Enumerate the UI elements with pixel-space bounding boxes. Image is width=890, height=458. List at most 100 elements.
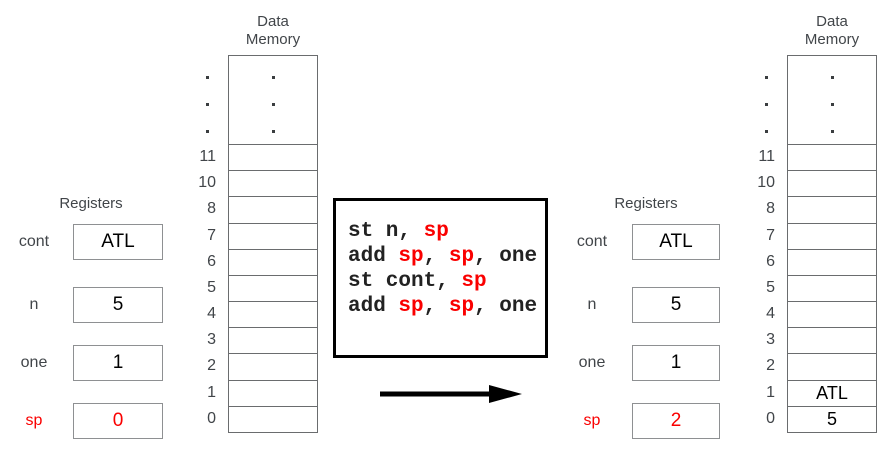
code-token: sp (448, 295, 475, 318)
memory-cell (229, 301, 317, 327)
execution-arrow (380, 385, 522, 403)
memory-address-label: 10 (757, 174, 775, 192)
data-memory-title-line1: Data (257, 13, 289, 30)
register-value-box: 2 (632, 403, 720, 439)
ellipsis-dot (271, 76, 275, 79)
memory-cell (229, 405, 317, 432)
memory-address-label: 2 (766, 357, 775, 375)
memory-address-label: 2 (207, 357, 216, 375)
register-label: sp (25, 412, 43, 429)
memory-cell (788, 144, 876, 170)
register-value-box: ATL (73, 224, 163, 260)
memory-cell (229, 379, 317, 406)
register-value: 1 (112, 352, 124, 373)
memory-address-label: 7 (766, 226, 775, 244)
memory-cell: 5 (788, 405, 876, 432)
ellipsis-dot (206, 76, 209, 79)
register-value-box: 0 (73, 403, 163, 439)
register-value-box: 5 (73, 287, 163, 323)
register-value-box: 5 (632, 287, 720, 323)
ellipsis-dot (206, 130, 209, 133)
memory-cell (229, 222, 317, 249)
data-memory-title-line2: Memory (245, 31, 301, 48)
memory-cell (788, 327, 876, 353)
code-line: st n, sp (348, 219, 545, 244)
register-label: n (587, 296, 597, 313)
code-token: , (423, 295, 449, 318)
data-memory-title: Data Memory (208, 13, 338, 49)
register-value: 5 (112, 294, 124, 315)
ellipsis-dot (765, 76, 768, 79)
box-ellipsis (788, 56, 876, 144)
memory-cell (229, 144, 317, 170)
memory-cell (229, 274, 317, 301)
register-value: ATL (659, 231, 693, 252)
gutter-ellipsis (206, 13, 209, 436)
code-token: sp (398, 295, 424, 318)
memory-address-label: 1 (766, 383, 775, 401)
ellipsis-dot (271, 103, 275, 106)
register-value: 5 (670, 294, 682, 315)
memory-rows (229, 144, 317, 432)
memory-address-label: 0 (207, 409, 216, 427)
register-label: cont (18, 233, 50, 250)
ellipsis-dot (206, 103, 209, 106)
code-token: st n, (348, 220, 424, 243)
memory-cell (229, 248, 317, 275)
memory-address-label: 5 (207, 278, 216, 296)
register-label: one (578, 354, 606, 371)
memory-address-label: 7 (207, 226, 216, 244)
memory-address-label: 11 (758, 148, 775, 165)
memory-address-label: 4 (766, 305, 775, 323)
code-token: add (348, 295, 399, 318)
ellipsis-dot (830, 130, 834, 133)
code-token: st cont, (348, 270, 462, 293)
ellipsis-dot (271, 130, 275, 133)
memory-cell (229, 196, 317, 222)
gutter-ellipsis (765, 13, 768, 436)
memory-cell (229, 353, 317, 379)
memory-address-label: 3 (766, 331, 775, 349)
code-line: add sp, sp, one (348, 294, 545, 319)
box-ellipsis (229, 56, 317, 144)
ellipsis-dot (830, 103, 834, 106)
memory-address-label: 6 (766, 252, 775, 270)
memory-address-label: 3 (207, 331, 216, 349)
memory-cell (788, 222, 876, 249)
register-value-box: 1 (632, 345, 720, 381)
register-value-box: 1 (73, 345, 163, 381)
memory-cell (788, 248, 876, 275)
memory-address-label: 11 (199, 148, 216, 165)
register-label: sp (583, 412, 601, 429)
ellipsis-dot (765, 103, 768, 106)
code-token: sp (448, 245, 475, 268)
memory-address-label: 8 (207, 200, 216, 218)
register-value: 2 (670, 410, 682, 431)
register-value: 1 (670, 352, 682, 373)
memory-cell (229, 170, 317, 196)
ellipsis-dot (765, 130, 768, 133)
memory-box (228, 55, 318, 433)
code-token: , one (474, 245, 538, 268)
memory-cell (788, 196, 876, 222)
register-value-box: ATL (632, 224, 720, 260)
memory-address-label: 10 (198, 174, 216, 192)
code-token: , one (474, 295, 538, 318)
ellipsis-dot (830, 76, 834, 79)
memory-address-label: 0 (766, 409, 775, 427)
data-memory-title-line2: Memory (804, 31, 860, 48)
code-line: add sp, sp, one (348, 244, 545, 269)
code-line: st cont, sp (348, 269, 545, 294)
register-label: n (29, 296, 39, 313)
code-token: sp (461, 270, 487, 293)
